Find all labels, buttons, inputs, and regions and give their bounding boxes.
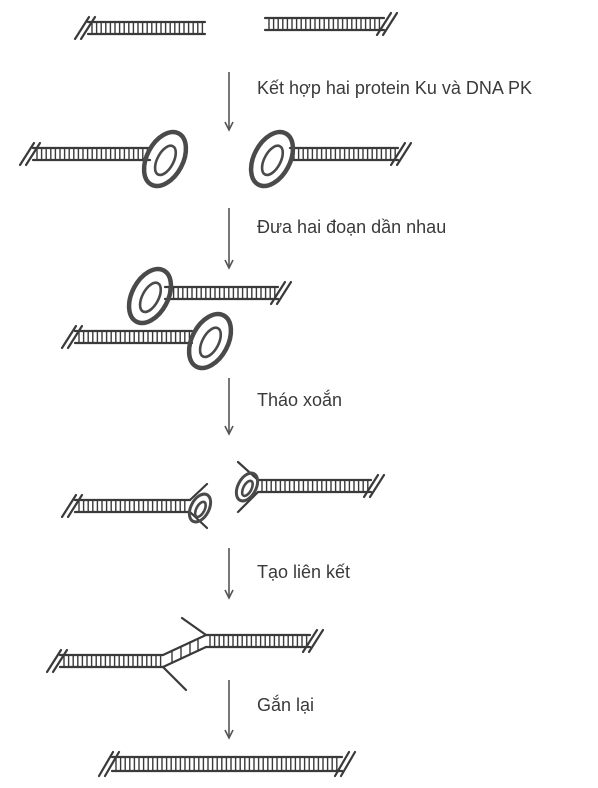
dna-ligated xyxy=(110,755,344,773)
break-mark xyxy=(362,473,386,499)
dna-left-fragment-4 xyxy=(73,498,192,514)
break-mark xyxy=(73,15,97,41)
break-mark xyxy=(269,280,293,306)
dna-lower-fragment-3 xyxy=(73,329,194,345)
down-arrow-2 xyxy=(224,208,234,270)
single-strand-tail xyxy=(161,616,208,692)
down-arrow-4 xyxy=(224,548,234,600)
ku-protein-ring-upper xyxy=(126,266,174,326)
single-strand-tail xyxy=(236,460,260,514)
dna-upper-fragment-3 xyxy=(163,285,280,301)
step-label-bind-ku-dnapk: Kết hợp hai protein Ku và DNA PK xyxy=(257,78,532,98)
break-mark xyxy=(301,628,325,654)
ku-protein-ring-left xyxy=(141,129,189,189)
break-mark xyxy=(97,750,121,778)
down-arrow-3 xyxy=(224,378,234,436)
ku-protein-ring-lower xyxy=(186,311,234,371)
ku-protein-ring-right xyxy=(248,129,296,189)
dna-left-fragment-1 xyxy=(86,20,207,36)
step-label-ligate: Gắn lại xyxy=(257,695,315,715)
break-mark xyxy=(333,750,357,778)
bridge-strand xyxy=(161,633,208,669)
break-mark xyxy=(375,11,399,37)
down-arrow-1 xyxy=(224,72,234,132)
down-arrow-5 xyxy=(224,680,234,740)
step-label-bring-ends-together: Đưa hai đoạn dần nhau xyxy=(257,217,447,237)
bridge-rungs xyxy=(171,638,199,664)
break-mark xyxy=(389,141,413,167)
dna-right-fragment-5 xyxy=(204,633,312,649)
break-mark xyxy=(60,493,84,519)
ku-protein-ring-small-right xyxy=(234,471,260,503)
ku-protein-ring-small-left xyxy=(187,492,213,524)
break-mark xyxy=(60,324,84,350)
step-label-unwind: Tháo xoắn xyxy=(257,390,343,410)
step-label-form-bonds: Tạo liên kết xyxy=(257,562,351,582)
break-mark xyxy=(18,141,42,167)
dna-left-fragment-5 xyxy=(58,653,165,669)
dna-right-fragment-2 xyxy=(288,146,400,162)
break-mark xyxy=(45,648,69,674)
dna-left-fragment-2 xyxy=(31,146,152,162)
dna-right-fragment-4 xyxy=(256,478,373,494)
dna-right-fragment-1 xyxy=(263,16,386,32)
